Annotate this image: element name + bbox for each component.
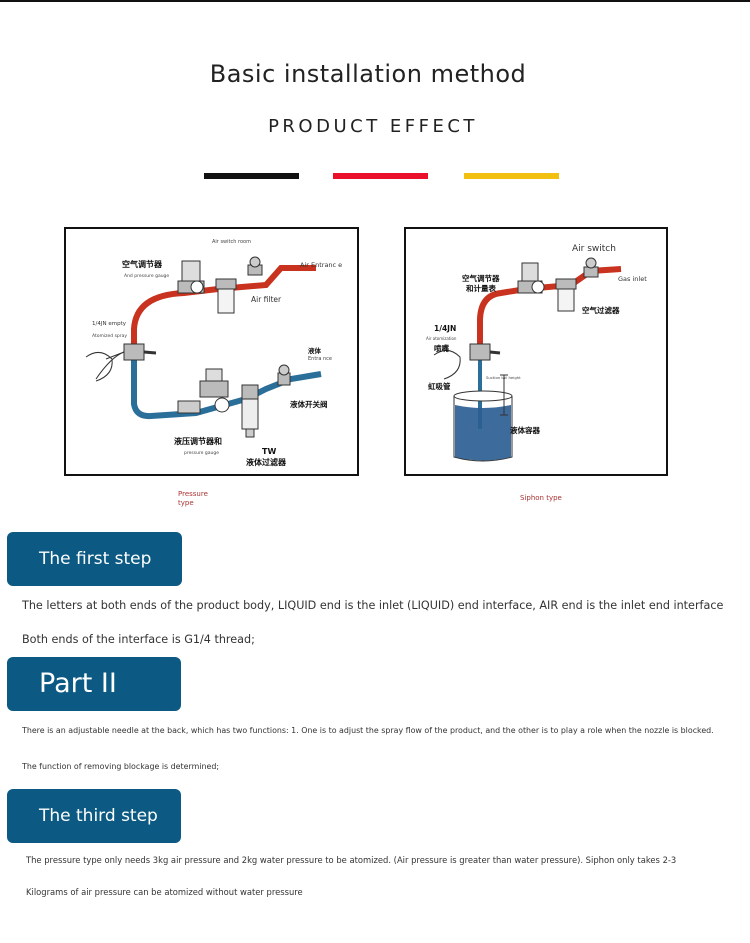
label-empty-quarter: 1/4JN empty [92, 321, 127, 327]
label-air-regulator-cn: 空气调节器 [122, 259, 163, 269]
hand-icon [85, 352, 113, 382]
part-two-title: Part II [39, 668, 117, 699]
label-air-switch: Air switch [572, 244, 616, 254]
label-tw: TW [262, 447, 276, 456]
page-subtitle: PRODUCT EFFECT [268, 116, 478, 137]
air-switch-valve [583, 257, 599, 278]
liquid-regulator [177, 368, 230, 414]
label-siphon-tube-cn: 虹吸管 [428, 381, 451, 391]
label-quarter-jn: 1/4JN [434, 324, 456, 333]
pressure-type-caption: Pressure type [178, 490, 208, 507]
third-step-title: The third step [39, 806, 158, 826]
part-two-line-2: The function of removing blockage is det… [22, 762, 219, 771]
air-switch-valve [247, 256, 263, 276]
hand-icon [433, 350, 461, 380]
label-and-gauge-cn: 和计量表 [466, 283, 496, 293]
label-liquid-filter-cn: 液体过滤器 [246, 457, 287, 467]
label-liquid-container-cn: 液体容器 [510, 425, 540, 435]
label-gas-inlet: Gas inlet [618, 275, 647, 283]
yellow-accent-bar [464, 173, 559, 179]
label-entrance: Entra nce [308, 356, 332, 362]
top-border-line [0, 0, 750, 2]
label-air-filter-cn: 空气过滤器 [582, 305, 620, 315]
label-hydraulic-regulator-cn: 液压调节器和 [174, 436, 222, 446]
label-air-switch-room: Air switch room [212, 239, 251, 245]
part-two-line-1: There is an adjustable needle at the bac… [22, 726, 714, 735]
pressure-diagram-drawing: Air switch room Air Entranc e 空气调节器 And … [85, 239, 342, 467]
spray-nozzle [469, 343, 501, 361]
label-air-entrance: Air Entranc e [300, 261, 342, 269]
spray-nozzle [95, 343, 157, 380]
label-air-atomization: Air atomization [426, 336, 457, 341]
red-accent-bar [333, 173, 428, 179]
first-step-banner: The first step [7, 532, 182, 586]
liquid-container [453, 390, 513, 462]
part-two-banner: Part II [7, 657, 181, 711]
black-accent-bar [204, 173, 299, 179]
page-title: Basic installation method [209, 60, 527, 88]
air-filter [555, 278, 577, 312]
suction-height-marker [500, 374, 508, 416]
air-regulator [517, 262, 545, 294]
siphon-type-diagram: Air switch 空气调节器 和计量表 Gas inlet 空气过滤器 1/… [404, 227, 668, 476]
label-air-filter: Air filter [251, 295, 282, 304]
third-step-line-2: Kilograms of air pressure can be atomize… [26, 887, 303, 897]
siphon-type-caption: Siphon type [520, 494, 562, 502]
label-and-pressure-gauge: And pressure gauge [124, 273, 169, 279]
air-filter [215, 278, 237, 314]
siphon-diagram-drawing: Air switch 空气调节器 和计量表 Gas inlet 空气过滤器 1/… [426, 244, 647, 462]
label-atomized-spray: Atomized spray [92, 333, 127, 339]
third-step-line-1: The pressure type only needs 3kg air pre… [26, 855, 677, 865]
label-nozzle-cn: 喷嘴 [434, 343, 449, 353]
first-step-line-2: Both ends of the interface is G1/4 threa… [22, 633, 255, 646]
air-regulator [177, 260, 205, 294]
air-pipe [477, 266, 622, 347]
first-step-title: The first step [39, 549, 152, 569]
liquid-switch-valve [277, 364, 291, 386]
third-step-banner: The third step [7, 789, 181, 843]
label-liquid-switch-valve-cn: 液体开关阀 [290, 399, 328, 409]
liquid-filter [241, 384, 259, 438]
label-liquid-cn: 液体 [308, 346, 322, 355]
label-suction-height: Suction tail height [486, 375, 521, 380]
label-pressure-gauge: pressure gauge [184, 450, 219, 456]
first-step-line-1: The letters at both ends of the product … [22, 599, 724, 612]
label-air-regulator-cn: 空气调节器 [462, 273, 500, 283]
pressure-type-diagram: Air switch room Air Entranc e 空气调节器 And … [64, 227, 359, 476]
